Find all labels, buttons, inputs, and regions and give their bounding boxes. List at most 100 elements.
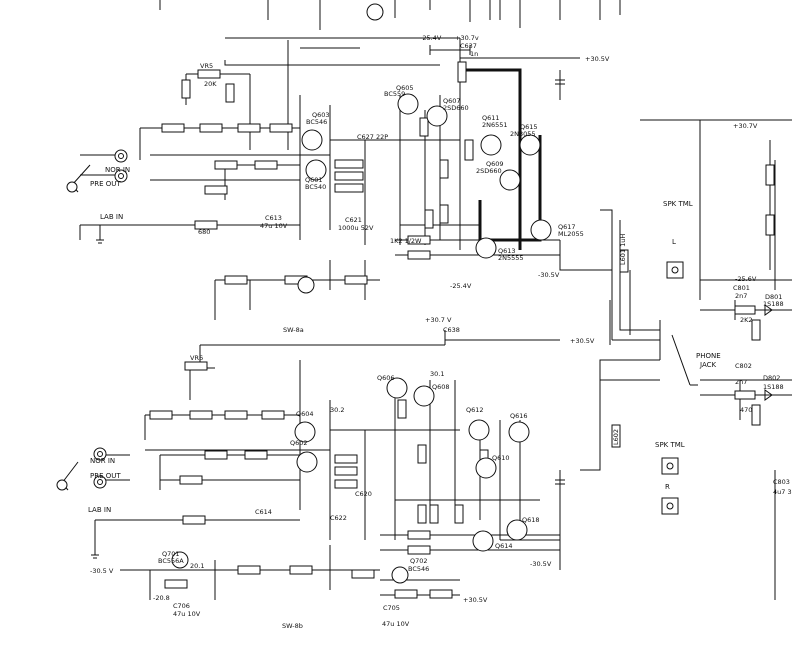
right-section [580,119,792,600]
svg-text:SW-8b: SW-8b [282,622,303,630]
q607-transistor [426,105,448,127]
rail-pos-30-7c: +30.7V [733,122,758,130]
q604-transistor [294,421,316,443]
svg-text:Q613: Q613 [498,247,516,255]
svg-text:Q610: Q610 [492,454,510,462]
svg-text:ML2055: ML2055 [558,230,584,238]
lower-pre-out-label: PRE OUT [90,472,121,480]
svg-text:47u 10V: 47u 10V [382,620,410,628]
q609-transistor [499,169,521,191]
svg-text:C637: C637 [460,42,477,50]
svg-text:47u 10V: 47u 10V [173,610,201,618]
svg-text:680: 680 [198,228,210,236]
phone-jack-label: PHONE [696,352,721,360]
svg-text:D801: D801 [765,293,782,301]
labels: NOR IN PRE OUT LAB IN NOR IN PRE OUT LAB… [88,34,792,630]
svg-text:Q618: Q618 [522,516,540,524]
svg-text:Q614: Q614 [495,542,513,550]
svg-text:1K2 1/2W: 1K2 1/2W [390,237,422,245]
svg-text:470: 470 [740,406,752,414]
svg-text:BC540: BC540 [305,183,326,191]
svg-text:-20.8: -20.8 [153,594,170,602]
svg-text:Q607: Q607 [443,97,461,105]
rail-neg-30-5c: -30.5 V [90,567,114,575]
svg-text:Q615: Q615 [520,123,538,131]
spk-tml-upper-label: SPK TML [663,200,693,208]
svg-text:4u7 35V: 4u7 35V [773,488,792,496]
svg-text:C622: C622 [330,514,347,522]
q605-transistor [397,93,419,115]
svg-text:Q606: Q606 [377,374,395,382]
svg-text:Q612: Q612 [466,406,484,414]
lower-lab-in-label: LAB IN [88,506,111,514]
rail-pos-30-5: +30.5V [585,55,610,63]
upper-input-jacks [66,149,128,244]
svg-text:JACK: JACK [699,361,716,369]
svg-text:2n7: 2n7 [735,292,747,300]
svg-text:C614: C614 [255,508,272,516]
rail-neg-25-6: -25.6V [735,275,757,283]
svg-text:Q608: Q608 [432,383,450,391]
svg-text:Q702: Q702 [410,557,428,565]
svg-text:C620: C620 [355,490,372,498]
lower-transistors [171,377,530,584]
svg-text:C706: C706 [173,602,190,610]
svg-text:Q603: Q603 [312,111,330,119]
svg-text:C613: C613 [265,214,282,222]
svg-text:C802: C802 [735,362,752,370]
rail-neg-25-4: -25.4V [420,34,442,42]
upper-lab-in-label: LAB IN [100,213,123,221]
svg-text:C627 22P: C627 22P [357,133,388,141]
svg-text:Q609: Q609 [486,160,504,168]
rail-neg-30-5: -30.5V [538,271,560,279]
svg-text:30.2: 30.2 [330,406,344,414]
q602-transistor [296,451,318,473]
q701b-transistor [171,551,189,569]
upper-nor-in-label: NOR IN [105,166,130,174]
svg-text:Q701: Q701 [162,550,180,558]
top-edge-fragments [159,0,621,30]
svg-text:BC556A: BC556A [158,557,184,565]
q611-transistor [480,134,502,156]
svg-text:VR5: VR5 [200,62,213,70]
svg-text:D802: D802 [763,374,780,382]
svg-text:L602: L602 [612,429,620,445]
svg-text:Q605: Q605 [396,84,414,92]
rail-pos-30-7b: +30.7 V [425,316,452,324]
q617-transistor [530,219,552,241]
vr5-resistor [197,69,221,79]
upper-pre-out-label: PRE OUT [90,180,121,188]
svg-text:BC546: BC546 [408,565,429,573]
svg-text:C705: C705 [383,604,400,612]
q618-transistor [506,519,528,541]
q603-transistor [301,129,323,151]
svg-text:20K: 20K [204,80,217,88]
upper-channel [79,37,600,320]
svg-text:2SD660: 2SD660 [476,167,502,175]
rail-pos-30-5b: +30.5V [570,337,595,345]
svg-text:L601 1uH: L601 1uH [619,234,627,265]
lower-nor-in-label: NOR IN [90,457,115,465]
svg-text:C801: C801 [733,284,750,292]
q608-transistor [413,385,435,407]
svg-text:2SD660: 2SD660 [443,104,469,112]
svg-text:Q616: Q616 [510,412,528,420]
rail-neg-25-4b: -25.4V [450,282,472,290]
q606-transistor [386,377,408,399]
svg-text:Q601: Q601 [305,176,323,184]
svg-text:1S188: 1S188 [763,300,784,308]
svg-text:2K2: 2K2 [740,316,753,324]
svg-text:Q617: Q617 [558,223,576,231]
rail-pos-30-7: +30.7v [455,34,479,42]
q610-transistor [475,457,497,479]
l602-inductor [611,424,621,448]
svg-text:C638: C638 [443,326,460,334]
q612-transistor [468,419,490,441]
svg-text:2N6551: 2N6551 [482,121,508,129]
svg-text:SW-8a: SW-8a [283,326,304,334]
svg-text:30.1: 30.1 [430,370,444,378]
svg-text:R: R [665,483,670,491]
svg-text:Q602: Q602 [290,439,308,447]
